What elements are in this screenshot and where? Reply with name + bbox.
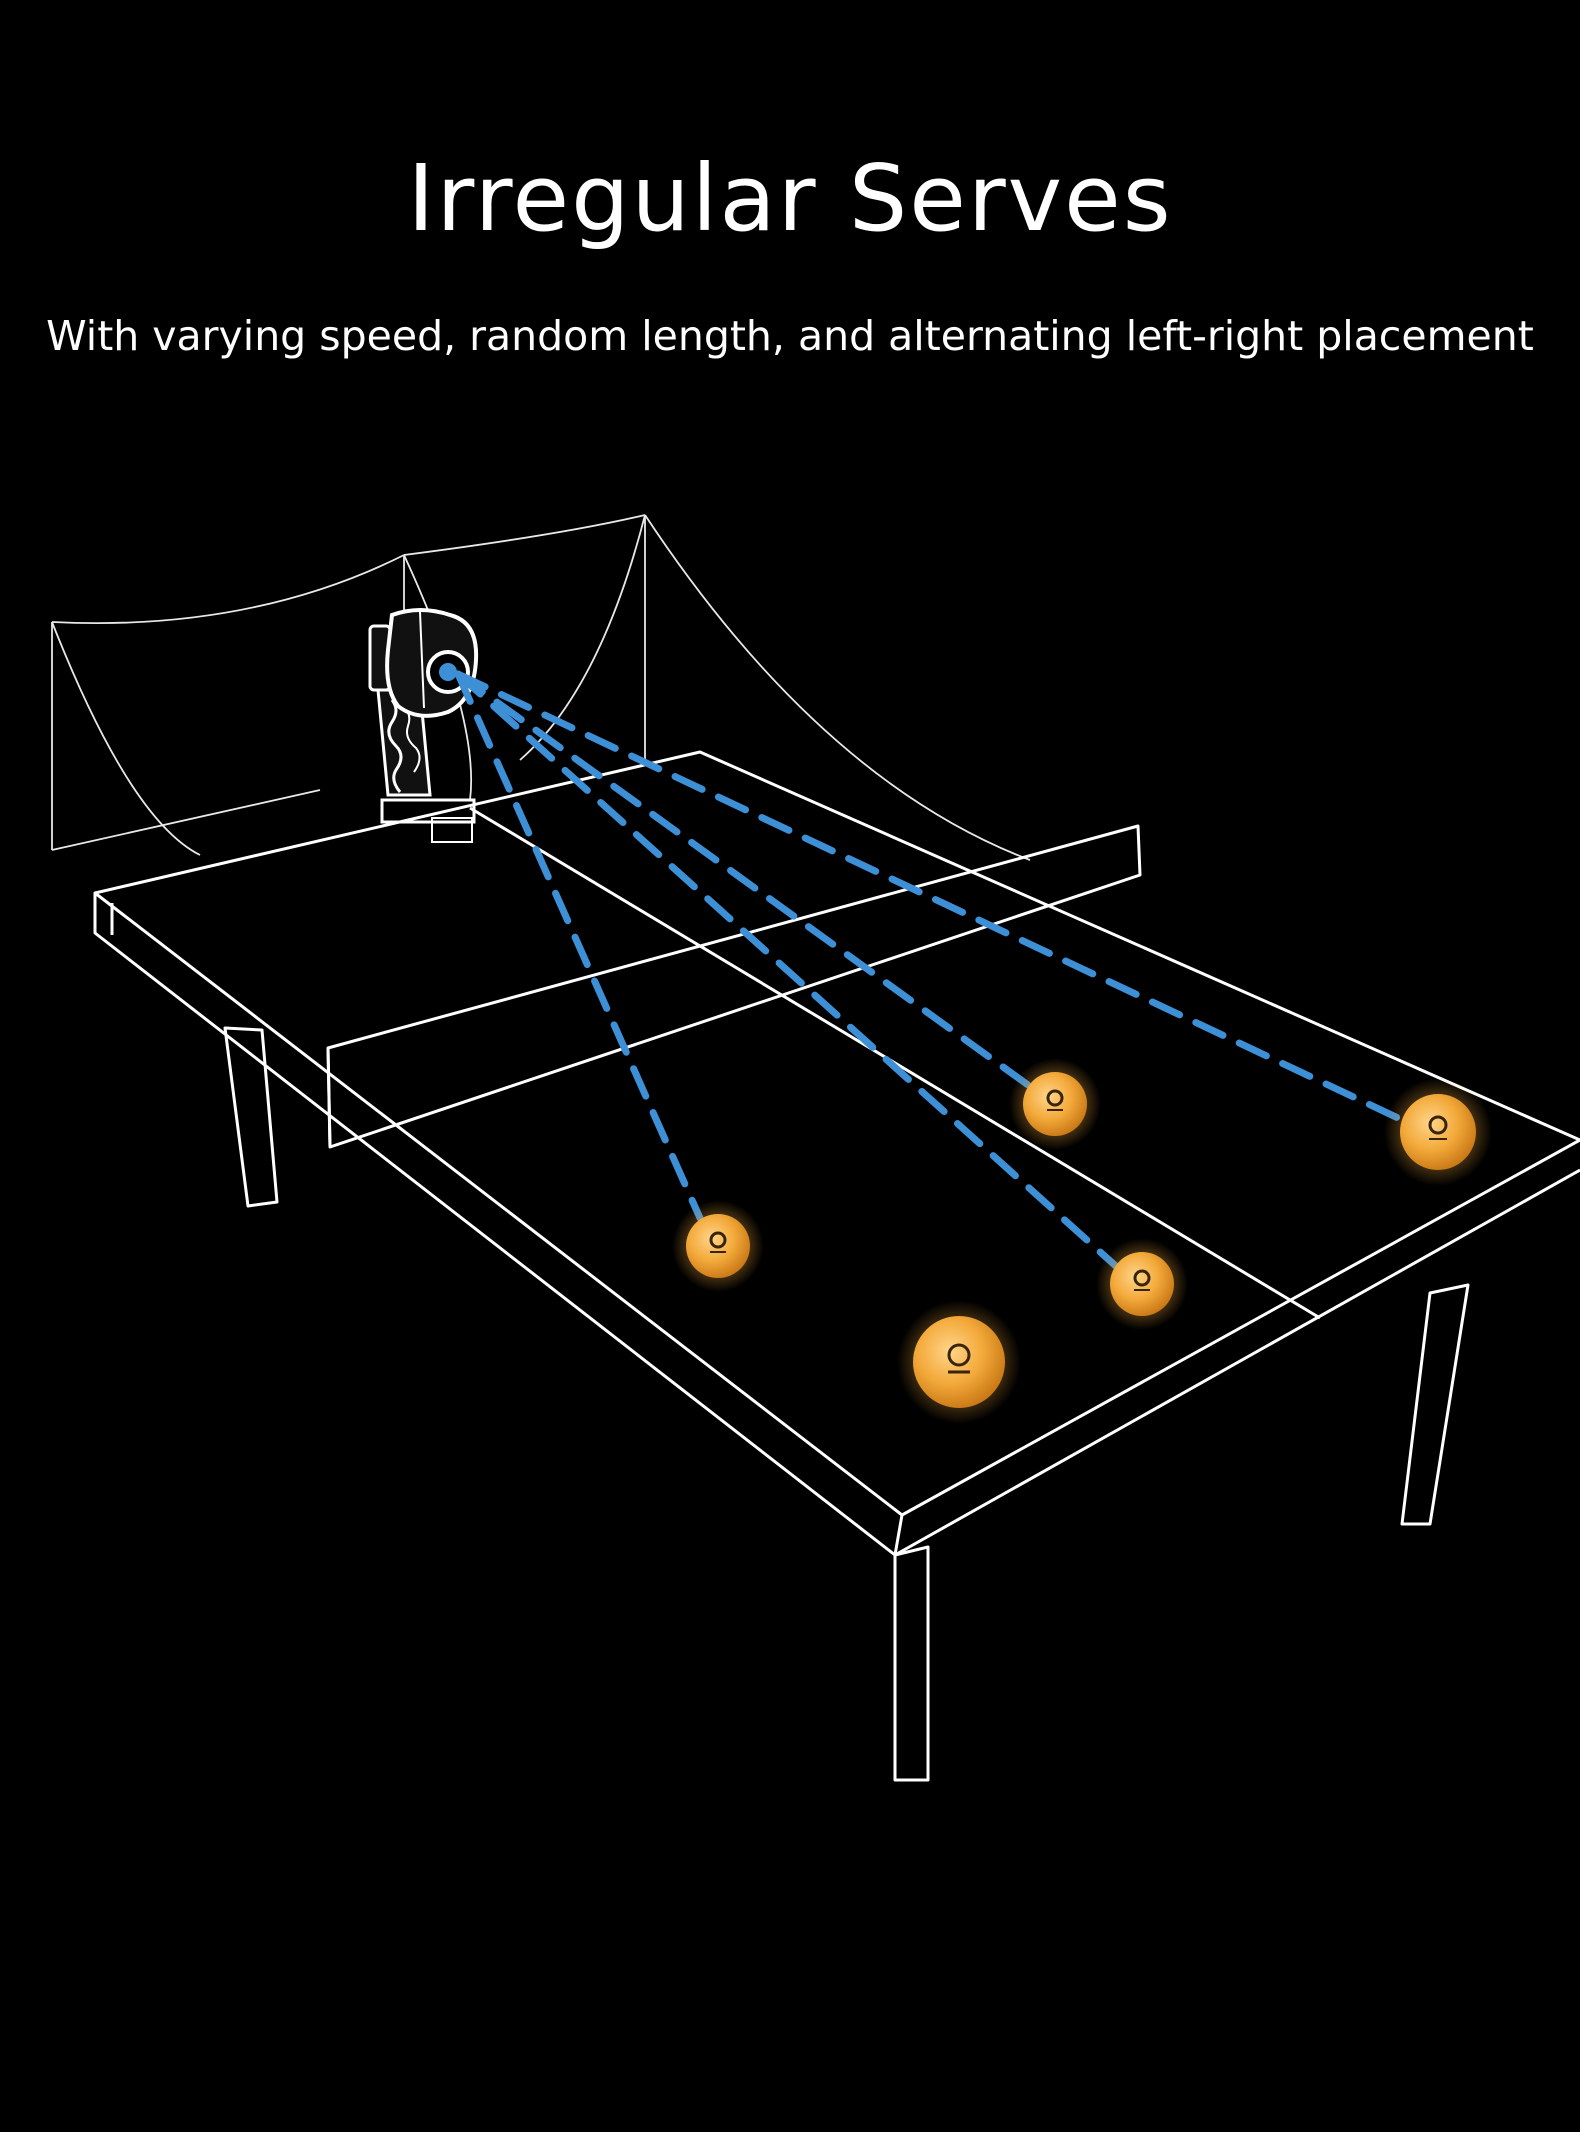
serve-trajectories [454,670,1402,1272]
ping-pong-robot-icon [368,608,479,843]
ball-left [672,1200,764,1292]
trajectory-to-ball-left [454,670,704,1222]
ball-mid [1096,1238,1188,1330]
ball-center [1009,1058,1101,1150]
page-subtitle: With varying speed, random length, and a… [46,312,1534,360]
catch-net [51,514,1031,861]
ball-right [1384,1078,1492,1186]
trajectory-to-ball-center [454,670,1039,1094]
table-outline [93,750,1580,1782]
trajectory-to-ball-right [454,670,1402,1122]
ping-pong-ball-icon [672,1058,1492,1424]
page-title: Irregular Serves [407,145,1173,252]
trajectory-to-ball-mid [454,670,1122,1272]
ball-near [897,1300,1021,1424]
